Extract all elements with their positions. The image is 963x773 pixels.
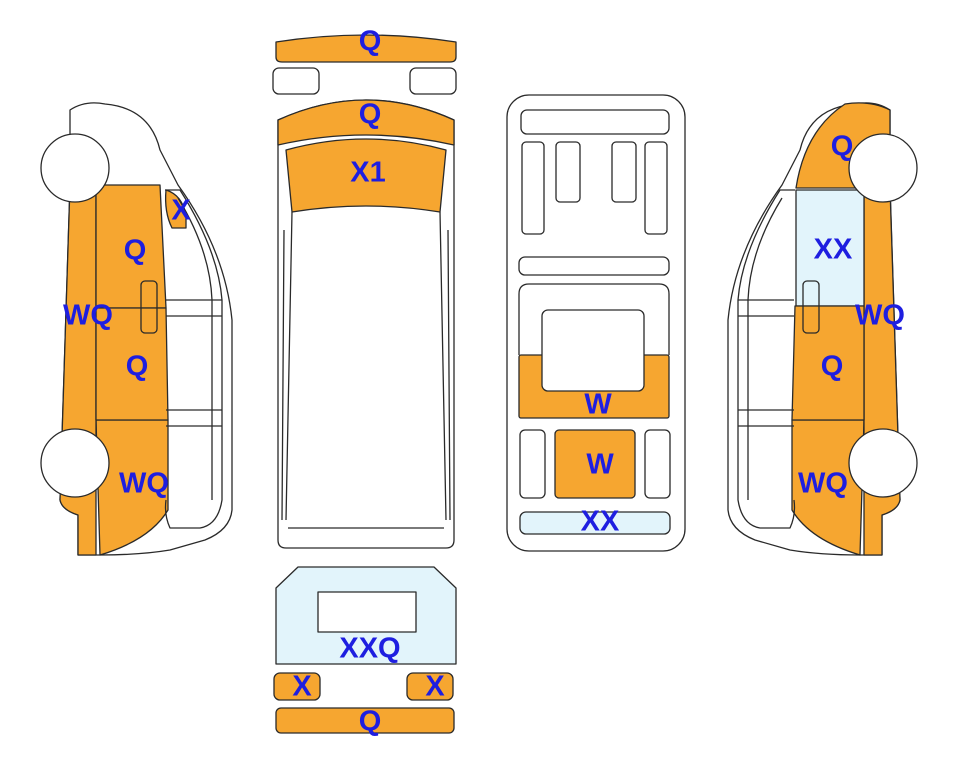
label-right-front-door-window: XX bbox=[814, 234, 853, 266]
front-left-light[interactable] bbox=[272, 67, 320, 95]
rear-view bbox=[273, 566, 457, 734]
interior-view bbox=[506, 94, 686, 552]
left-sill[interactable] bbox=[59, 184, 97, 556]
left-front-door-window[interactable] bbox=[164, 189, 187, 229]
label-left-sill: WQ bbox=[63, 300, 113, 332]
left-rear-quarter[interactable] bbox=[95, 419, 169, 556]
interior-rear-seat[interactable] bbox=[554, 429, 636, 499]
front-view bbox=[272, 34, 457, 95]
right-rear-door[interactable] bbox=[791, 305, 865, 421]
rear-left-light[interactable] bbox=[273, 672, 321, 701]
interior-front-left-seat-outer bbox=[521, 141, 545, 235]
interior-front-right-seat bbox=[611, 141, 637, 203]
interior-mid-bar bbox=[518, 256, 670, 276]
label-right-front-wing: Q bbox=[831, 131, 854, 163]
label-right-rear-quarter: WQ bbox=[798, 468, 848, 500]
left-rear-wheel bbox=[40, 428, 110, 498]
right-door-handle bbox=[802, 280, 820, 334]
label-front-bumper: Q bbox=[359, 26, 382, 58]
right-window-bars bbox=[738, 299, 794, 427]
label-rear-left-light: X bbox=[292, 671, 312, 703]
label-left-front-door-window: X bbox=[171, 195, 191, 227]
right-rear-quarter[interactable] bbox=[791, 419, 865, 556]
label-interior-boot-sill: XX bbox=[581, 506, 620, 538]
label-rear-bumper: Q bbox=[359, 706, 382, 738]
interior-dash[interactable] bbox=[520, 109, 670, 135]
left-rear-door[interactable] bbox=[95, 307, 169, 421]
right-window-frame bbox=[737, 189, 796, 529]
interior-boot-sill[interactable] bbox=[519, 511, 671, 535]
right-sill[interactable] bbox=[863, 187, 901, 556]
left-side-view bbox=[40, 102, 233, 556]
roof-right-pillar bbox=[439, 211, 451, 521]
left-front-wheel bbox=[40, 133, 110, 203]
interior-front-right-seat-outer bbox=[644, 141, 668, 235]
damage-labels: Q Q X1 XXQ X X Q W W XX X Q WQ Q WQ Q XX… bbox=[63, 26, 905, 738]
interior-rear-left-seat bbox=[519, 429, 546, 499]
interior-front-left-seat bbox=[555, 141, 581, 203]
label-bonnet: Q bbox=[359, 99, 382, 131]
front-bumper[interactable] bbox=[275, 34, 457, 63]
interior-rear-right-seat bbox=[644, 429, 671, 499]
left-window-bars bbox=[166, 299, 222, 427]
left-door-handle bbox=[140, 280, 158, 334]
label-windscreen: X1 bbox=[350, 157, 385, 189]
label-left-rear-door: Q bbox=[126, 351, 149, 383]
rear-right-light[interactable] bbox=[406, 672, 454, 701]
right-rear-wheel bbox=[848, 428, 918, 498]
label-rear-panel-window: XXQ bbox=[339, 633, 400, 665]
front-right-light[interactable] bbox=[409, 67, 457, 95]
bonnet[interactable] bbox=[277, 99, 455, 146]
label-right-rear-door: Q bbox=[821, 351, 844, 383]
rear-bumper[interactable] bbox=[275, 707, 455, 734]
roof-left-pillar bbox=[281, 211, 293, 521]
label-left-rear-quarter: WQ bbox=[119, 468, 169, 500]
right-front-wheel bbox=[848, 133, 918, 203]
top-view bbox=[277, 99, 455, 549]
label-interior-rear-seat: W bbox=[586, 449, 614, 481]
interior-load-area bbox=[518, 283, 670, 355]
label-rear-right-light: X bbox=[425, 671, 445, 703]
interior-cargo-box bbox=[541, 309, 645, 392]
label-interior-rear-floor: W bbox=[584, 389, 612, 421]
label-left-front-door: Q bbox=[124, 235, 147, 267]
label-right-sill: WQ bbox=[855, 300, 905, 332]
left-window-frame bbox=[164, 189, 223, 529]
rear-window-inner bbox=[317, 591, 417, 633]
right-side-view bbox=[727, 102, 918, 556]
